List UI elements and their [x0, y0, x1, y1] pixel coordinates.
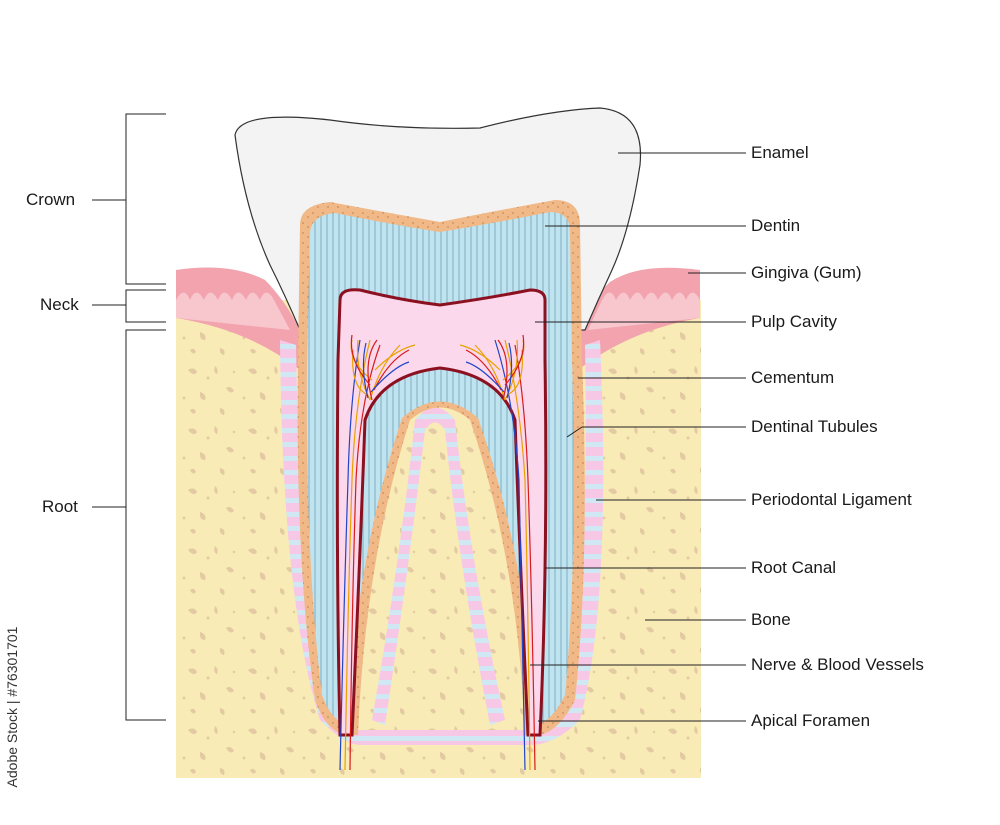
- label-cementum: Cementum: [751, 368, 835, 387]
- label-dentin: Dentin: [751, 216, 801, 235]
- label-bone: Bone: [751, 610, 791, 629]
- label-dentinal-tubules: Dentinal Tubules: [751, 417, 878, 436]
- nerve-and-blood-vessels: [339, 334, 536, 771]
- section-label-neck: Neck: [40, 295, 79, 314]
- label-periodontal-ligament: Periodontal Ligament: [751, 490, 912, 509]
- section-label-root: Root: [42, 497, 78, 516]
- label-root-canal: Root Canal: [751, 558, 837, 577]
- label-apical-foramen: Apical Foramen: [751, 711, 871, 730]
- leader-lines: [530, 152, 746, 722]
- section-brackets: [92, 113, 166, 721]
- label-pulp-cavity: Pulp Cavity: [751, 312, 837, 331]
- label-gingiva: Gingiva (Gum): [751, 263, 862, 282]
- label-enamel: Enamel: [751, 143, 809, 162]
- watermark-text: Adobe Stock | #76301701: [4, 626, 20, 788]
- label-nerve-blood-vessels: Nerve & Blood Vessels: [751, 655, 924, 674]
- stock-watermark: Adobe Stock | #76301701: [2, 600, 22, 815]
- section-label-crown: Crown: [26, 190, 76, 209]
